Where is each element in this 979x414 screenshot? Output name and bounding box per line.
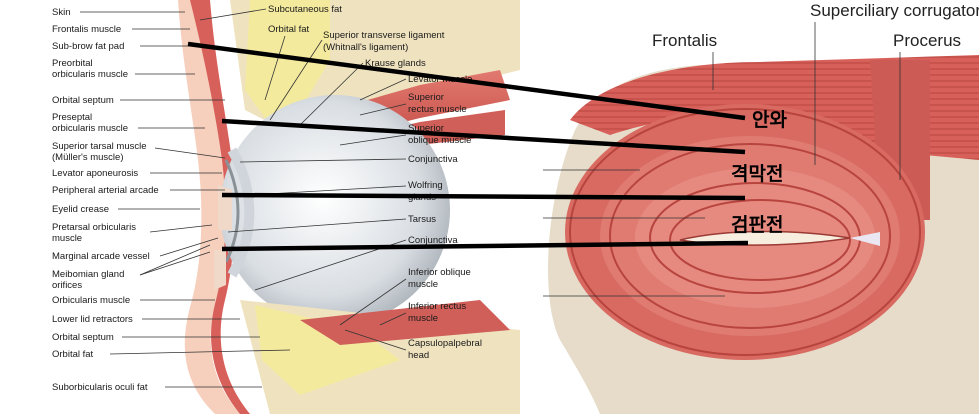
label-superior-rectus-2: rectus muscle <box>408 104 467 115</box>
label-meibomian-gland-2: orifices <box>52 280 82 291</box>
label-wolfring: Wolfring <box>408 180 443 191</box>
label-preseptal: Preseptal <box>52 112 92 123</box>
label-eyelid-crease: Eyelid crease <box>52 204 109 215</box>
label-subcutaneous-fat: Subcutaneous fat <box>268 4 342 15</box>
label-pretarsal-orbicularis-2: muscle <box>52 233 82 244</box>
label-pretarsal-orbicularis: Pretarsal orbicularis <box>52 222 136 233</box>
skin-strip <box>178 0 240 414</box>
lower-tarsus <box>214 250 226 290</box>
label-superior-oblique: Superior <box>408 123 444 134</box>
eyeball-shape <box>220 95 450 325</box>
line-preseptal <box>221 118 746 155</box>
label-orbital-fat-lower: Orbital fat <box>52 349 94 360</box>
line-pretarsal-upper <box>221 192 746 201</box>
label-meibomian-gland: Meibomian gland <box>52 269 124 280</box>
label-suborbicularis-oculi-fat: Suborbicularis oculi fat <box>52 382 148 393</box>
orbicularis-strip <box>190 0 250 414</box>
label-levator-aponeurosis: Levator aponeurosis <box>52 168 138 179</box>
label-lower-lid-retractors: Lower lid retractors <box>52 314 133 325</box>
korean-label-orbital: 안와 <box>752 109 787 131</box>
label-krause-glands: Krause glands <box>365 58 426 69</box>
orbicularis-fiber-ring-2 <box>609 143 891 329</box>
label-superior-tarsal-muscle-2: (Müller's muscle) <box>52 152 124 163</box>
upper-tarsus <box>218 185 232 230</box>
label-conjunctiva-upper: Conjunctiva <box>408 154 458 165</box>
iris-edge <box>224 159 240 263</box>
label-peripheral-arterial-arcade: Peripheral arterial arcade <box>52 185 159 196</box>
label-orbital-fat-upper: Orbital fat <box>268 24 310 35</box>
label-skin: Skin <box>52 7 70 18</box>
korean-label-pretarsal: 검판전 <box>731 214 783 236</box>
cross-section-illustration: Skin Frontalis muscle Sub-brow fat pad P… <box>52 0 520 414</box>
label-inferior-oblique-2: muscle <box>408 279 438 290</box>
label-orbital-septum: Orbital septum <box>52 95 114 106</box>
cornea-shape <box>227 147 255 278</box>
label-frontalis: Frontalis <box>652 31 717 50</box>
label-superior-rectus: Superior <box>408 92 444 103</box>
orbicularis-fiber-ring <box>569 108 921 356</box>
label-procerus: Procerus <box>893 31 961 50</box>
label-preorbital-2: orbicularis muscle <box>52 69 128 80</box>
korean-label-preseptal: 격막전 <box>731 163 783 185</box>
medial-tendon <box>850 232 880 246</box>
label-capsulopalpebral: Capsulopalpebral <box>408 338 482 349</box>
orbicularis-fiber-ring-4 <box>669 199 851 281</box>
label-frontalis-muscle: Frontalis muscle <box>52 24 121 35</box>
label-orbicularis-muscle: Orbicularis muscle <box>52 295 130 306</box>
label-preorbital: Preorbital <box>52 58 93 69</box>
label-conjunctiva-lower: Conjunctiva <box>408 235 458 246</box>
orbital-fat-lower <box>255 305 400 395</box>
label-marginal-arcade-vessel: Marginal arcade vessel <box>52 251 150 262</box>
label-sub-brow-fat-pad: Sub-brow fat pad <box>52 41 124 52</box>
label-tarsus: Tarsus <box>408 214 436 225</box>
orbicularis-illustration: Frontalis Superciliary corrugator Procer… <box>530 0 979 414</box>
line-orbital <box>187 41 746 121</box>
label-capsulopalpebral-2: head <box>408 350 429 361</box>
label-superior-tarsal-muscle: Superior tarsal muscle <box>52 141 147 152</box>
comparison-lines <box>187 41 749 252</box>
label-inferior-rectus: Inferior rectus <box>408 301 466 312</box>
label-superciliary-corrugator: Superciliary corrugator <box>810 1 979 20</box>
line-pretarsal-lower <box>221 240 749 252</box>
label-preseptal-2: orbicularis muscle <box>52 123 128 134</box>
label-orbital-septum-lower: Orbital septum <box>52 332 114 343</box>
inferior-muscle-shape <box>300 300 510 345</box>
label-superior-transverse-ligament-2: (Whitnall's ligament) <box>323 42 408 53</box>
label-inferior-rectus-2: muscle <box>408 313 438 324</box>
label-inferior-oblique: Inferior oblique <box>408 267 471 278</box>
label-superior-transverse-ligament: Superior transverse ligament <box>323 30 445 41</box>
label-superior-oblique-2: oblique muscle <box>408 135 471 146</box>
